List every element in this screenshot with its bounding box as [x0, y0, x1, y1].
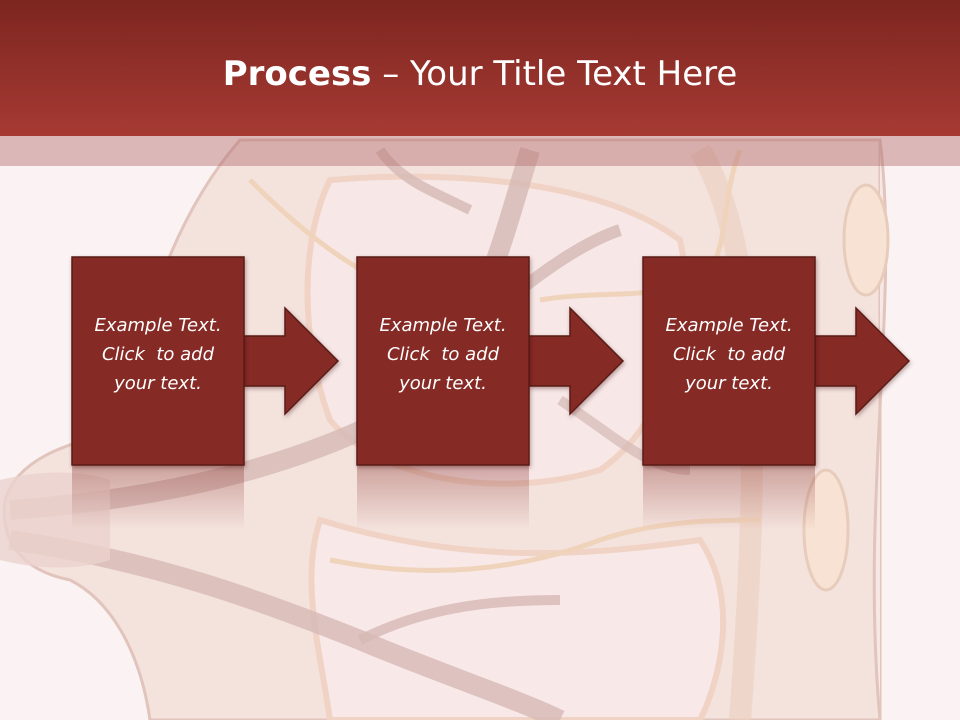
- process-step-3[interactable]: [642, 256, 911, 530]
- step-3-line-1: Example Text.: [665, 315, 793, 336]
- step-2-arrow: [528, 306, 625, 416]
- slide-title-rest: – Your Title Text Here: [371, 54, 738, 94]
- step-1-box: [71, 256, 245, 466]
- step-2-line-3: your text.: [399, 373, 487, 394]
- step-1-line-1: Example Text.: [94, 315, 222, 336]
- step-1-line-3: your text.: [114, 373, 202, 394]
- slide-title[interactable]: Process – Your Title Text Here: [0, 52, 960, 96]
- step-3-text[interactable]: Example Text. Click to add your text.: [643, 311, 815, 398]
- step-3-line-3: your text.: [685, 373, 773, 394]
- step-1-line-2: Click to add: [101, 344, 214, 365]
- step-2-line-2: Click to add: [386, 344, 499, 365]
- step-1-text[interactable]: Example Text. Click to add your text.: [72, 311, 244, 398]
- step-2-line-1: Example Text.: [379, 315, 507, 336]
- process-step-2[interactable]: [356, 256, 625, 530]
- title-bar: [0, 0, 960, 136]
- title-bar-band: [0, 136, 960, 166]
- process-step-1[interactable]: [71, 256, 340, 530]
- step-2-box: [356, 256, 530, 466]
- step-3-box: [642, 256, 816, 466]
- step-1-arrow: [243, 306, 340, 416]
- step-3-line-2: Click to add: [672, 344, 785, 365]
- step-3-arrow: [814, 306, 911, 416]
- step-2-text[interactable]: Example Text. Click to add your text.: [357, 311, 529, 398]
- slide-title-bold: Process: [222, 54, 372, 94]
